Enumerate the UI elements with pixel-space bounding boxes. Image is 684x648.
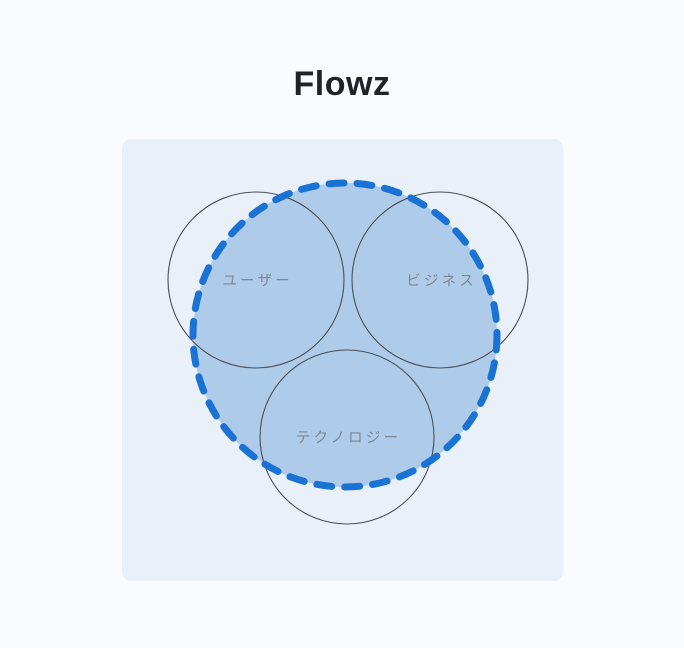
circle-outline-business[interactable] — [351, 191, 529, 369]
overlap-highlight-circle[interactable] — [189, 179, 501, 491]
circle-label-user: ユーザー — [222, 273, 293, 290]
circle-label-technology: テクノロジー — [295, 430, 402, 447]
page-title: Flowz — [293, 65, 391, 103]
diagram-panel: ユーザー ビジネス テクノロジー — [122, 139, 563, 581]
circle-outline-technology[interactable] — [259, 349, 435, 525]
circle-outline-user[interactable] — [167, 191, 345, 369]
venn-diagram-svg — [167, 179, 529, 525]
circle-label-business: ビジネス — [406, 273, 477, 290]
overlap-fill-region — [193, 183, 497, 487]
